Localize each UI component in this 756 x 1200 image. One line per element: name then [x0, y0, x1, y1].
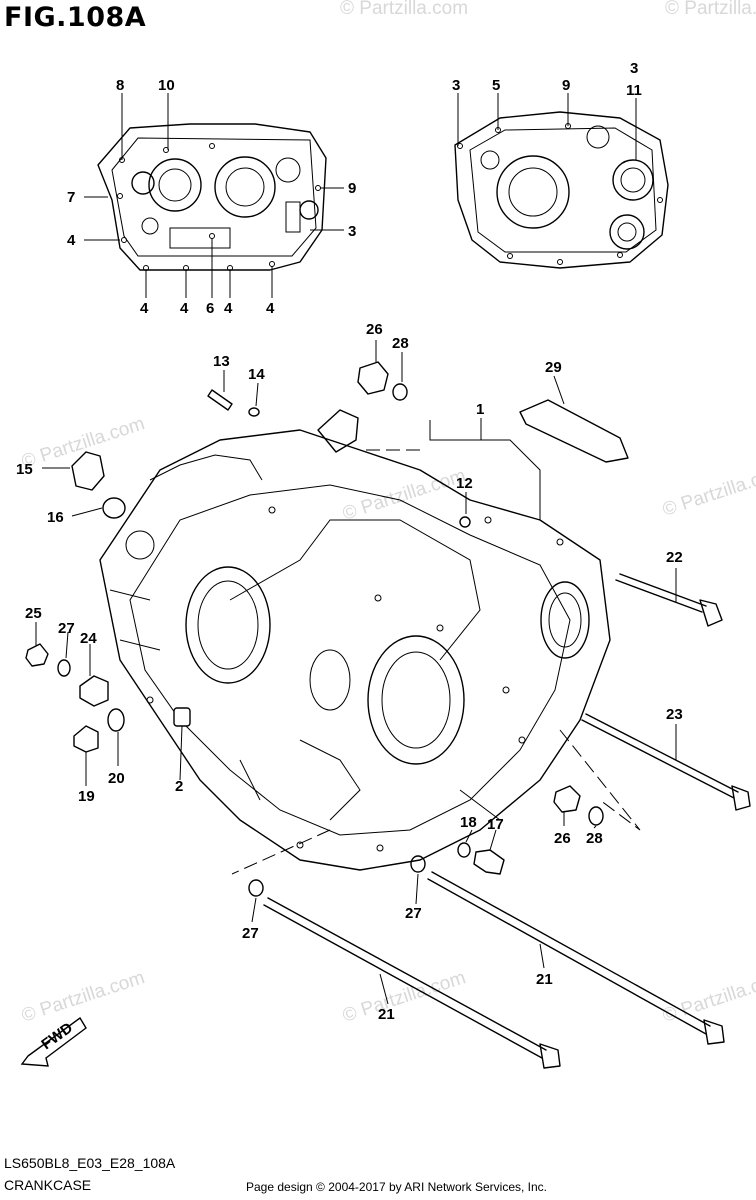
callout-13: 13 — [213, 353, 230, 370]
watermarks: © Partzilla.com © Partzilla.com © Partzi… — [19, 0, 756, 1027]
callout-24: 24 — [80, 630, 97, 647]
callout-16: 16 — [47, 509, 64, 526]
callout-4: 4 — [180, 300, 189, 317]
callout-2: 2 — [175, 778, 183, 795]
watermark: © Partzilla.com — [19, 967, 147, 1027]
callout-19: 19 — [78, 788, 95, 805]
callout-14: 14 — [248, 366, 265, 383]
callout-15: 15 — [16, 461, 33, 478]
callout-29: 29 — [545, 359, 562, 376]
callout-4: 4 — [266, 300, 275, 317]
callout-28: 28 — [392, 335, 409, 352]
callout-10: 10 — [158, 77, 175, 94]
callout-27: 27 — [405, 905, 422, 922]
callout-28: 28 — [586, 830, 603, 847]
callout-11: 11 — [626, 82, 642, 99]
hardware-parts — [25, 361, 751, 1069]
watermark: © Partzilla.com — [340, 0, 468, 19]
callout-7: 7 — [67, 189, 75, 206]
callout-26: 26 — [366, 321, 383, 338]
callout-21: 21 — [378, 1006, 395, 1023]
figure-title: FIG.108A — [4, 2, 147, 33]
callout-22: 22 — [666, 549, 683, 566]
page-credit: Page design © 2004-2017 by ARI Network S… — [246, 1180, 548, 1194]
section-name: CRANKCASE — [4, 1177, 92, 1193]
callout-25: 25 — [25, 605, 42, 622]
callout-9: 9 — [348, 180, 356, 197]
callout-6: 6 — [206, 300, 214, 317]
right-crankcase-inset — [454, 111, 669, 269]
callout-27: 27 — [242, 925, 259, 942]
watermark: © Partzilla.com — [660, 967, 756, 1027]
leader-lines — [35, 93, 677, 1005]
crankcase-assembly — [99, 409, 611, 871]
callout-3: 3 — [348, 223, 356, 240]
callout-9: 9 — [562, 77, 570, 94]
watermark: © Partzilla.com — [660, 461, 756, 521]
callout-18: 18 — [460, 814, 477, 831]
callout-26: 26 — [554, 830, 571, 847]
callout-4: 4 — [140, 300, 149, 317]
callout-3: 3 — [630, 60, 638, 77]
callout-4: 4 — [224, 300, 233, 317]
callout-17: 17 — [487, 816, 504, 833]
callout-3: 3 — [452, 77, 460, 94]
diagram-code: LS650BL8_E03_E28_108A — [4, 1155, 176, 1171]
callout-8: 8 — [116, 77, 124, 94]
watermark: © Partzilla.com — [340, 465, 468, 525]
callout-1: 1 — [476, 401, 484, 418]
forward-direction-arrow: FWD — [20, 1016, 87, 1067]
callout-labels: 8 10 7 4 9 3 4 4 6 4 4 3 5 9 3 11 13 14 … — [16, 60, 683, 1023]
callout-27: 27 — [58, 620, 75, 637]
callout-23: 23 — [666, 706, 683, 723]
watermark: © Partzilla.com — [19, 413, 147, 473]
callout-12: 12 — [456, 475, 473, 492]
watermark: © Partzilla.com — [665, 0, 756, 19]
callout-21: 21 — [536, 971, 553, 988]
callout-4: 4 — [67, 232, 76, 249]
callout-5: 5 — [492, 77, 500, 94]
callout-20: 20 — [108, 770, 125, 787]
